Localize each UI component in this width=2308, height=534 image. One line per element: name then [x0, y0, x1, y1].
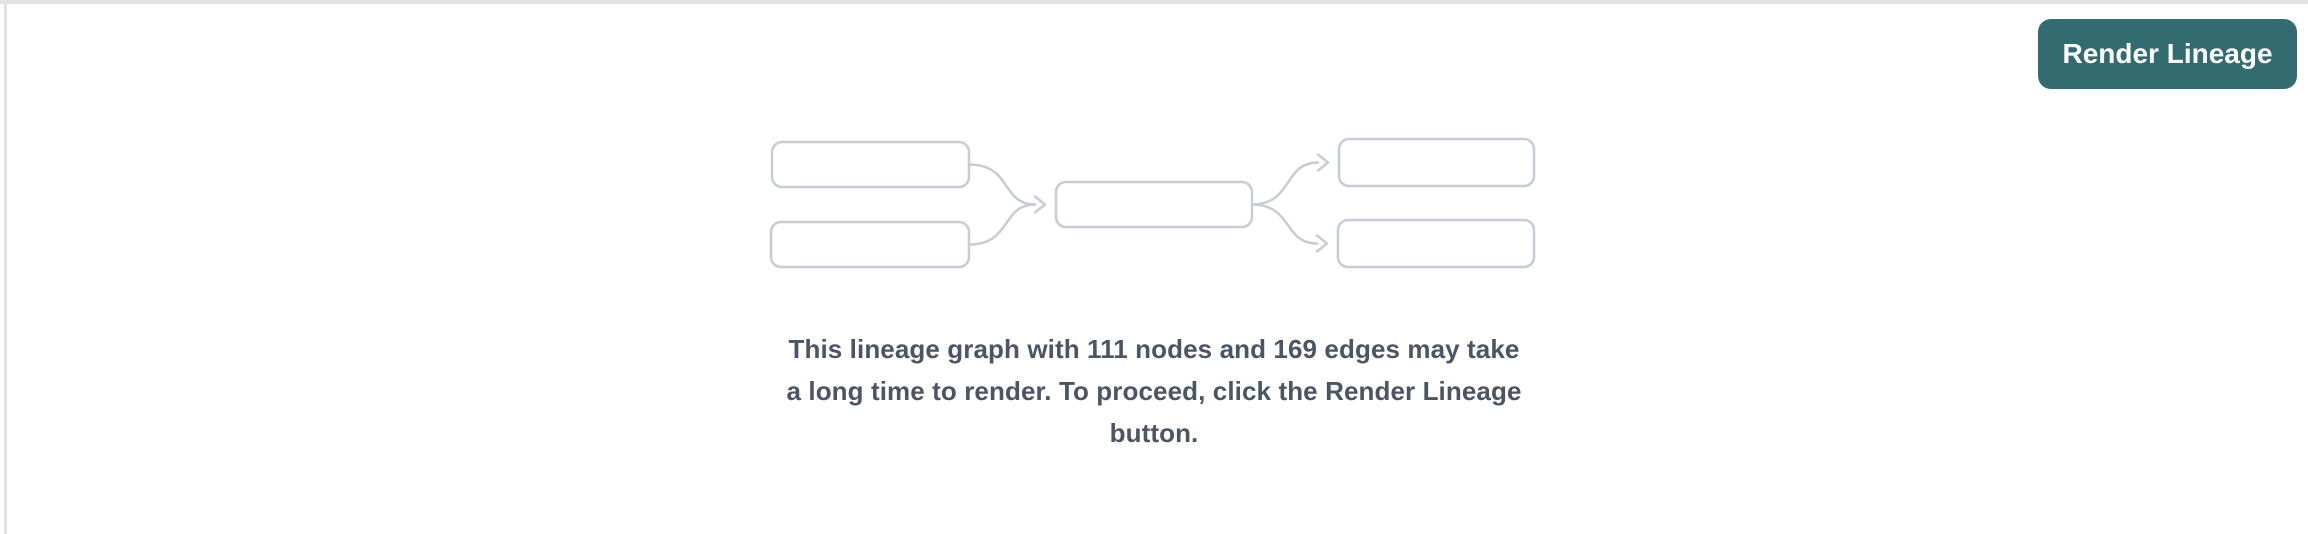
arrowhead-icon — [1315, 234, 1329, 253]
message-line-2: a long time to render. To proceed, click… — [786, 376, 1522, 406]
lineage-warning-message: This lineage graph with 111 nodes and 16… — [0, 328, 2308, 454]
lineage-node — [1054, 180, 1254, 229]
message-line-1: This lineage graph with 111 nodes and 16… — [788, 334, 1520, 364]
arrowhead-icon — [1033, 195, 1047, 214]
lineage-edge — [967, 203, 1037, 246]
lineage-placeholder-illustration — [769, 137, 1536, 269]
render-lineage-button[interactable]: Render Lineage — [2038, 19, 2297, 89]
panel-left-border — [4, 3, 7, 534]
lineage-edge — [967, 163, 1037, 206]
arrowhead-icon — [1316, 153, 1330, 172]
lineage-edge — [1250, 161, 1320, 206]
panel-top-border — [0, 0, 2308, 4]
lineage-edge — [1250, 203, 1319, 245]
message-line-3: button. — [1109, 418, 1199, 448]
lineage-node — [770, 140, 971, 189]
lineage-node — [1336, 218, 1536, 269]
lineage-node — [769, 220, 971, 269]
lineage-node — [1337, 137, 1536, 188]
